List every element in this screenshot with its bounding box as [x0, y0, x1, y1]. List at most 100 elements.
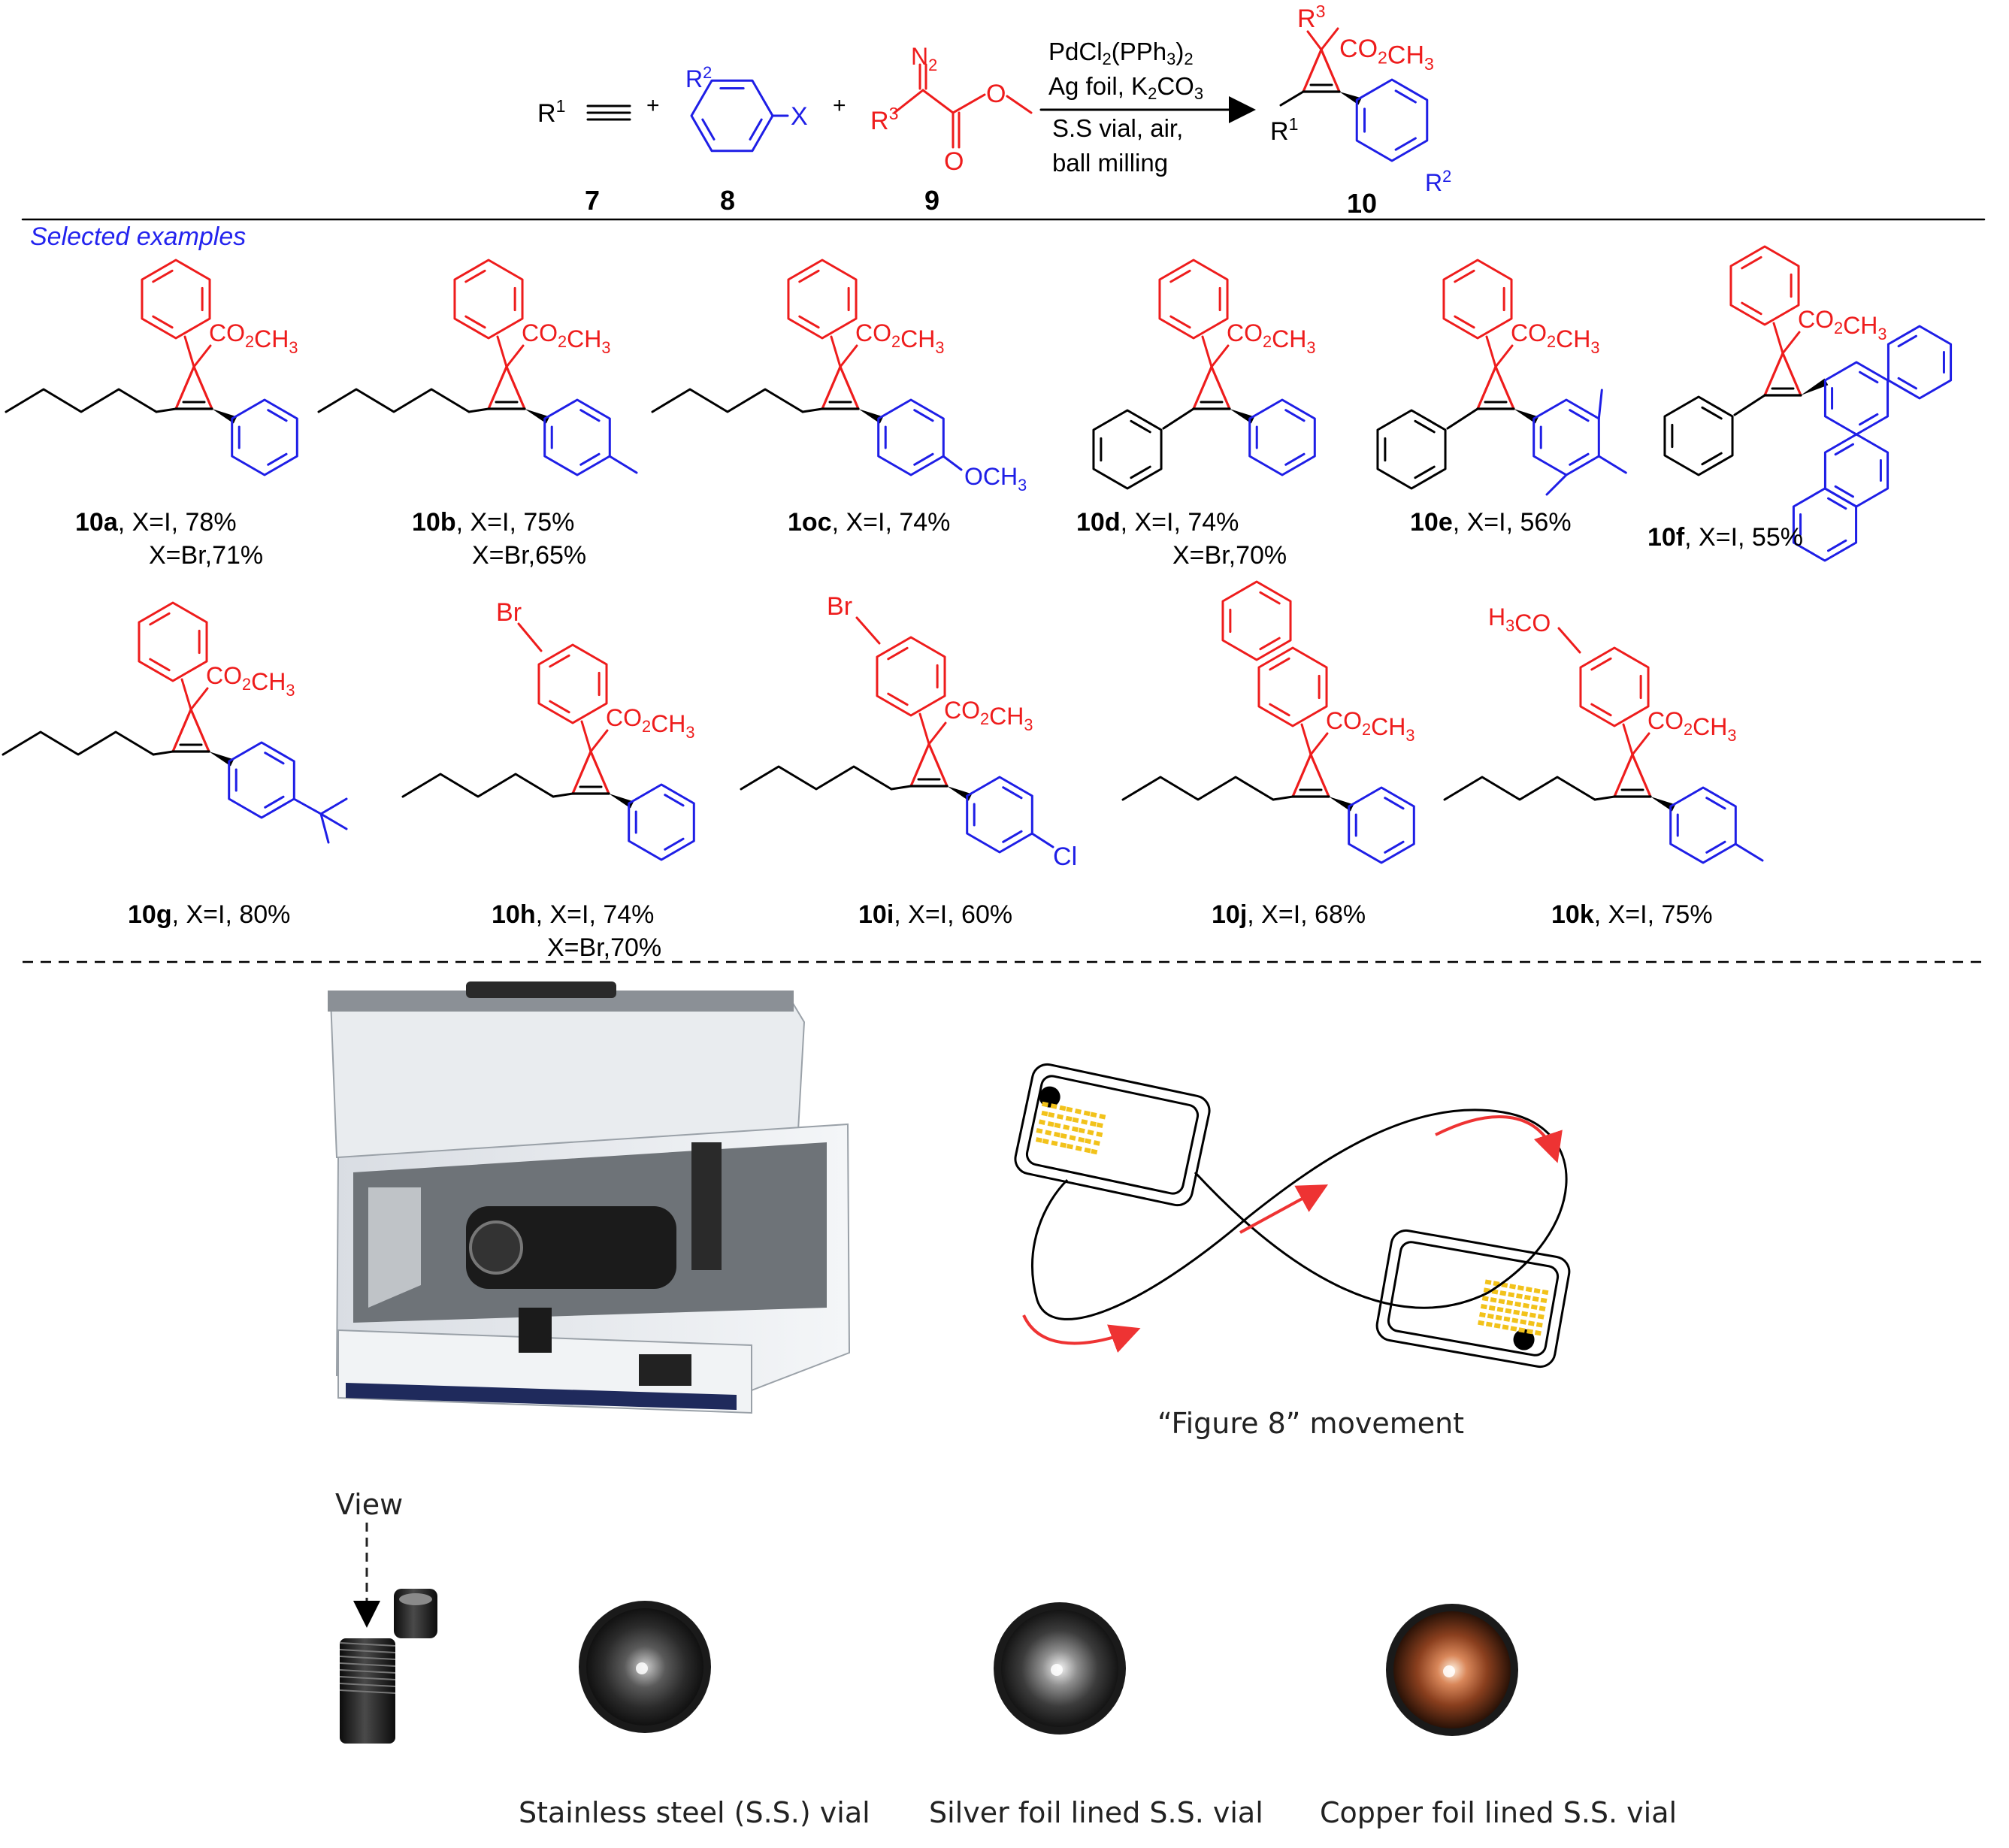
sample-particle	[1087, 1130, 1094, 1136]
bond	[579, 452, 601, 466]
bond	[267, 452, 288, 466]
r2-label: R2	[685, 63, 712, 92]
bond	[5, 388, 158, 413]
bond	[887, 646, 909, 661]
sample-particle	[1063, 1124, 1070, 1130]
bond	[608, 455, 638, 474]
wedge-bond	[947, 786, 973, 801]
bond	[927, 721, 947, 746]
ester-label: CO2CH3	[1798, 306, 1886, 343]
bond	[1859, 371, 1879, 384]
bond	[152, 750, 174, 756]
conditions-line1: S.S vial, air,	[1052, 114, 1184, 142]
sample-particle	[1060, 1142, 1067, 1148]
r2-label: R2	[1425, 167, 1451, 196]
bond	[549, 654, 570, 668]
bond	[921, 89, 955, 114]
oxygen-label: O	[986, 80, 1006, 108]
mill-latch	[519, 1308, 552, 1353]
bond	[1834, 443, 1854, 456]
wedge-bond	[609, 794, 634, 809]
vial-thread	[339, 1642, 396, 1647]
sample-particle	[1503, 1316, 1511, 1322]
sample-particle	[1096, 1122, 1103, 1129]
bond	[401, 773, 555, 798]
bond	[1557, 627, 1581, 654]
grinding-ball	[1513, 1329, 1535, 1350]
sample-particle	[1522, 1302, 1529, 1309]
bond	[1454, 315, 1475, 329]
bond	[1320, 48, 1341, 93]
vial-thread	[339, 1662, 396, 1667]
sample-particle	[1041, 1110, 1048, 1117]
sample-particle	[1060, 1133, 1067, 1139]
bond	[549, 700, 570, 714]
bond	[1734, 842, 1764, 862]
bond	[1613, 753, 1634, 798]
example-label-10f: 10f, X=I, 55%	[1647, 523, 1803, 552]
compound-number-7: 7	[585, 185, 601, 216]
benzene-ring	[1248, 398, 1316, 476]
vial-inner	[1025, 1075, 1200, 1195]
section-title: Selected examples	[30, 222, 247, 251]
vial-caption-steel: Stainless steel (S.S.) vial	[519, 1796, 870, 1829]
bond	[579, 409, 601, 422]
bond	[855, 616, 881, 645]
sample-particle	[1065, 1115, 1073, 1122]
bond	[1827, 539, 1847, 552]
bond	[1494, 365, 1515, 410]
figure8-path	[1031, 1108, 1568, 1320]
bond	[464, 315, 486, 329]
bond	[467, 407, 490, 413]
bond	[839, 344, 858, 368]
methoxy-label: OCH3	[964, 463, 1027, 495]
vial-thread	[339, 1656, 396, 1660]
x-label: X	[791, 102, 808, 131]
bond	[1485, 335, 1497, 368]
sample-particle	[1035, 1137, 1042, 1143]
benzene-ring	[1729, 245, 1800, 326]
sample-particle	[1493, 1323, 1501, 1329]
oxygen-label: O	[944, 147, 964, 176]
bond	[487, 365, 508, 410]
sample-particle	[1072, 1117, 1079, 1124]
bond	[1309, 753, 1330, 798]
sample-particle	[1490, 1297, 1497, 1303]
bond	[664, 794, 685, 807]
bond	[505, 365, 526, 410]
sample-particle	[1075, 1145, 1082, 1151]
bond	[1590, 703, 1612, 717]
bond	[1291, 753, 1312, 798]
sample-particle	[1099, 1113, 1106, 1120]
bond	[1443, 776, 1596, 801]
benzene-ring	[141, 259, 211, 340]
example-label-10i: 10i, X=I, 60%	[858, 900, 1013, 929]
benzene-ring	[1355, 78, 1429, 162]
bond	[1269, 657, 1290, 671]
r1-label: R1	[537, 96, 565, 128]
bond	[319, 812, 348, 830]
steel-vial-photo-highlight	[636, 1662, 648, 1674]
sample-particle	[1059, 1105, 1067, 1112]
sample-particle	[1520, 1319, 1527, 1325]
motion-arrow	[1022, 1314, 1141, 1353]
vial-thread	[339, 1676, 396, 1680]
bond	[319, 797, 348, 815]
silver-vial-photo-highlight	[1051, 1664, 1063, 1676]
sample-particle	[1047, 1121, 1054, 1127]
bond	[1121, 776, 1275, 801]
sample-particle	[1530, 1304, 1538, 1310]
bond	[1259, 591, 1281, 605]
bond	[1741, 256, 1762, 270]
sample-particle	[1036, 1127, 1043, 1134]
compound-number-10: 10	[1347, 188, 1378, 219]
bond	[1827, 497, 1847, 510]
wedge-bond	[1514, 409, 1539, 424]
plus-sign: +	[646, 93, 660, 118]
wedge-bond	[1230, 409, 1255, 424]
bond	[830, 335, 842, 368]
bond	[1259, 637, 1281, 651]
bond	[155, 407, 177, 413]
bond	[1631, 732, 1650, 756]
